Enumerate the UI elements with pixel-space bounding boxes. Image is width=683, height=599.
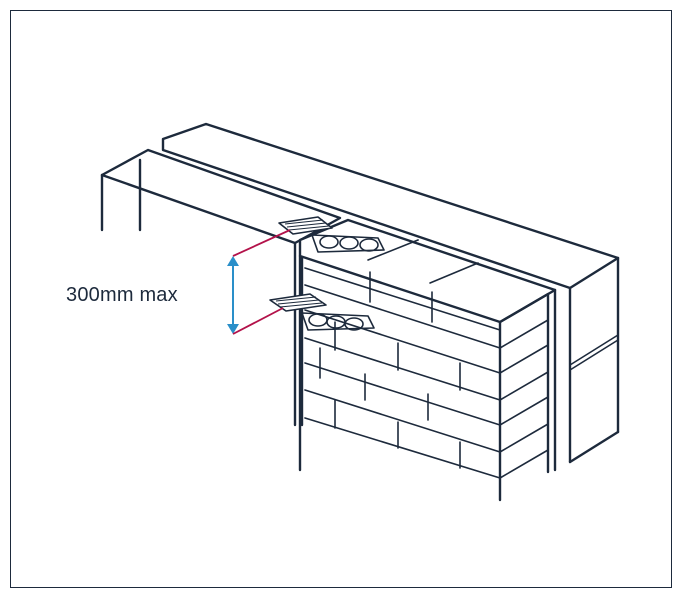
outer-leaf-brickwork [298, 218, 557, 502]
inner-leaf-blockwork [161, 122, 620, 464]
dimension-label: 300mm max [66, 284, 178, 306]
dimension-arrow [227, 229, 291, 335]
insulation-board [100, 148, 342, 427]
diagram-frame [10, 10, 672, 588]
lower-vent [269, 293, 375, 331]
